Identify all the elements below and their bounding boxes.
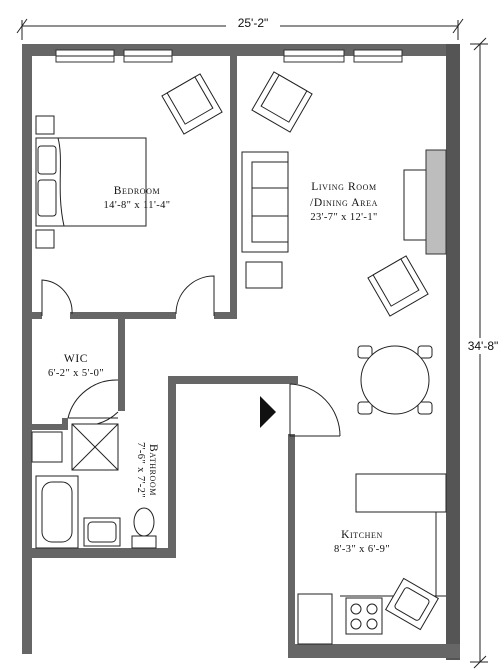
windows <box>55 49 403 63</box>
bathroom-name: Bathroom <box>147 444 159 496</box>
living-name-line1: Living Room <box>311 181 377 193</box>
bedroom-name: Bedroom <box>114 185 161 197</box>
room-label-bedroom: Bedroom 14'-8" x 11'-4" <box>104 185 171 211</box>
dimension-height-label: 34'-8" <box>468 339 499 353</box>
dimension-right: 34'-8" <box>468 37 499 669</box>
living-furniture <box>241 71 447 415</box>
bathroom-fixtures <box>31 423 157 549</box>
kitchen-name: Kitchen <box>341 529 383 541</box>
dimension-width-label: 25'-2" <box>238 16 269 30</box>
kitchen-fixtures <box>297 473 447 645</box>
interior-walls <box>32 56 298 658</box>
room-label-wic: WIC 6'-2" x 5'-0" <box>48 353 104 379</box>
room-label-living: Living Room /Dining Area 23'-7" x 12'-1" <box>310 181 378 223</box>
living-size: 23'-7" x 12'-1" <box>310 212 377 223</box>
bedroom-furniture <box>35 73 223 249</box>
dimension-top: 25'-2" <box>16 14 464 40</box>
bedroom-size: 14'-8" x 11'-4" <box>104 200 171 211</box>
kitchen-size: 8'-3" x 6'-9" <box>334 544 390 555</box>
room-label-bathroom: Bathroom 7'-6" x 7'-2" <box>135 442 159 498</box>
room-label-kitchen: Kitchen 8'-3" x 6'-9" <box>334 529 390 555</box>
living-name-line2: /Dining Area <box>310 197 378 209</box>
entry-arrow-icon <box>260 396 276 428</box>
wic-size: 6'-2" x 5'-0" <box>48 368 104 379</box>
bathroom-size: 7'-6" x 7'-2" <box>135 442 146 498</box>
exterior-walls <box>22 44 460 660</box>
wic-name: WIC <box>64 353 88 365</box>
